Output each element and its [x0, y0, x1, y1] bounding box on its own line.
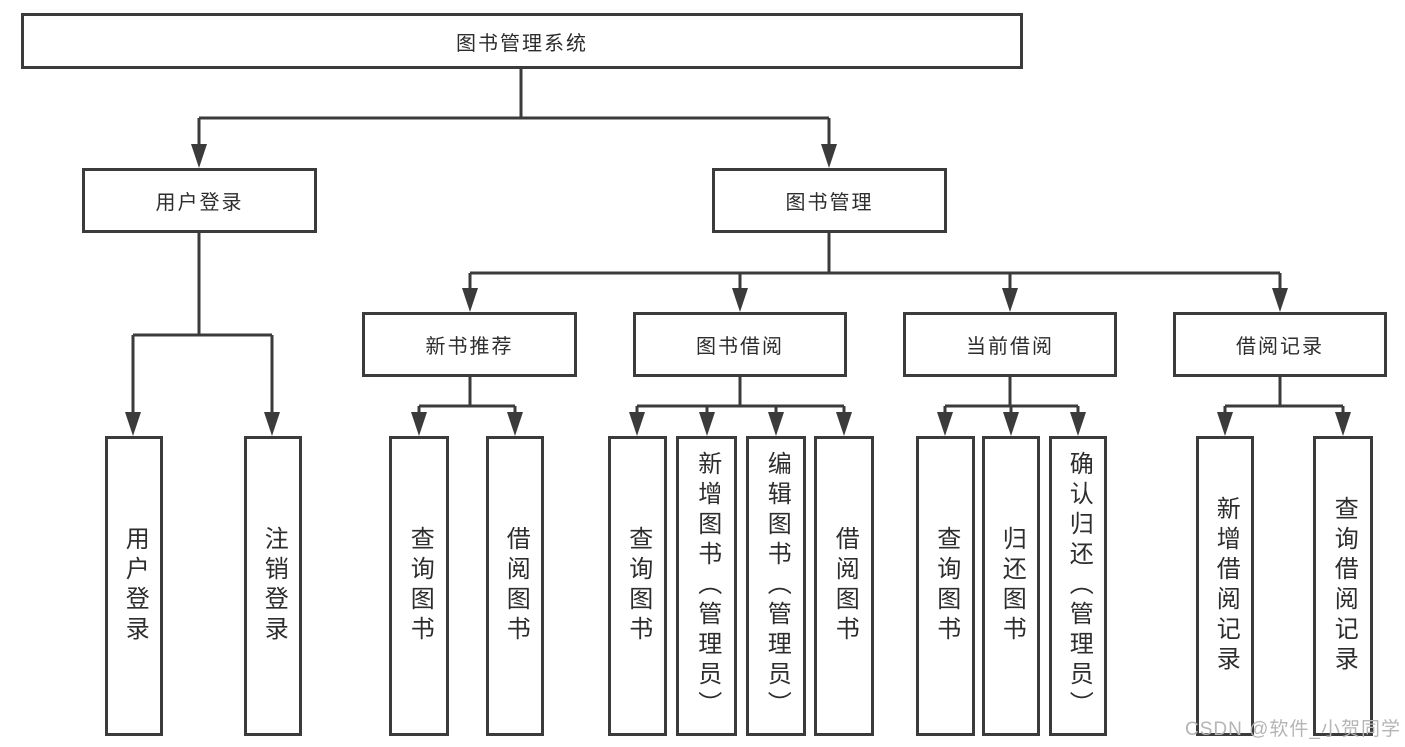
leaf-return-books-label: 归还图书 [998, 526, 1026, 646]
leaf-query-borrow-record-label: 查询借阅记录 [1330, 496, 1358, 676]
node-new-book-recommendation: 新书推荐 [362, 312, 577, 377]
leaf-add-books-admin-label: 新增图书（管理员） [693, 451, 721, 721]
csdn-watermark: CSDN @软件_小贺同学 [1185, 719, 1401, 740]
leaf-query-borrow-record: 查询借阅记录 [1313, 436, 1373, 736]
leaf-edit-books-admin: 编辑图书（管理员） [746, 436, 806, 736]
leaf-logout-label: 注销登录 [260, 526, 288, 646]
node-root-system: 图书管理系统 [21, 13, 1023, 69]
node-current-borrowing: 当前借阅 [903, 312, 1117, 377]
leaf-confirm-return-admin: 确认归还（管理员） [1049, 436, 1107, 736]
leaf-query-books-recommend: 查询图书 [389, 436, 449, 736]
leaf-query-books-current-label: 查询图书 [932, 526, 960, 646]
leaf-edit-books-admin-label: 编辑图书（管理员） [763, 451, 791, 721]
leaf-query-books-current: 查询图书 [916, 436, 975, 736]
node-borrowing-records: 借阅记录 [1173, 312, 1387, 377]
node-borrowing-records-label: 借阅记录 [1236, 336, 1324, 358]
leaf-return-books: 归还图书 [982, 436, 1040, 736]
leaf-query-books-recommend-label: 查询图书 [406, 526, 434, 646]
leaf-add-borrow-record: 新增借阅记录 [1196, 436, 1254, 736]
leaf-user-login: 用户登录 [105, 436, 163, 736]
node-new-book-recommendation-label: 新书推荐 [425, 336, 514, 358]
node-book-borrowing: 图书借阅 [633, 312, 847, 377]
leaf-user-login-label: 用户登录 [121, 526, 149, 646]
node-book-management-label: 图书管理 [785, 192, 874, 214]
leaf-borrow-books-recommend-label: 借阅图书 [502, 526, 530, 646]
leaf-add-borrow-record-label: 新增借阅记录 [1212, 496, 1240, 676]
leaf-logout: 注销登录 [244, 436, 302, 736]
node-book-borrowing-label: 图书借阅 [696, 336, 784, 358]
leaf-borrow-books-borrowing: 借阅图书 [814, 436, 874, 736]
node-user-login: 用户登录 [82, 168, 317, 233]
node-current-borrowing-label: 当前借阅 [966, 336, 1054, 358]
leaf-query-books-borrowing: 查询图书 [608, 436, 667, 736]
node-book-management: 图书管理 [712, 168, 947, 233]
node-root-label: 图书管理系统 [456, 32, 588, 55]
leaf-confirm-return-admin-label: 确认归还（管理员） [1065, 451, 1093, 721]
leaf-add-books-admin: 新增图书（管理员） [676, 436, 737, 736]
leaf-query-books-borrowing-label: 查询图书 [624, 526, 652, 646]
node-user-login-label: 用户登录 [155, 192, 244, 214]
leaf-borrow-books-recommend: 借阅图书 [486, 436, 544, 736]
leaf-borrow-books-borrowing-label: 借阅图书 [831, 526, 859, 646]
